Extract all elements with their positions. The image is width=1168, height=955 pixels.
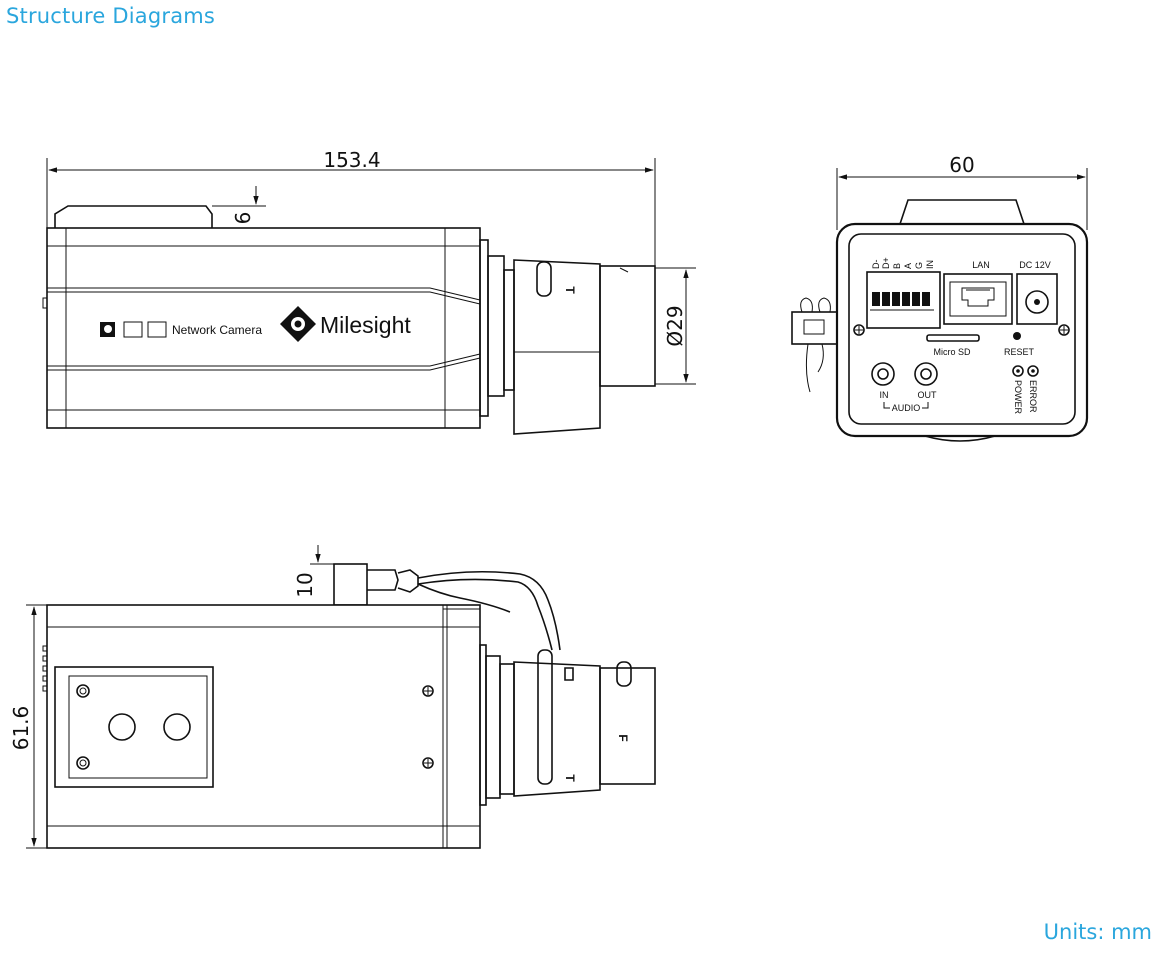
rear-view-drawing: [791, 168, 1089, 442]
page-title: Structure Diagrams: [6, 4, 216, 28]
top-offset-dimension: 6: [231, 212, 255, 225]
power-led-label: POWER: [1013, 380, 1023, 415]
reset-label: RESET: [1004, 347, 1035, 357]
height-dimension: 61.6: [9, 706, 33, 751]
terminal-label: D+: [881, 257, 891, 269]
lens-tele-mark: T: [563, 286, 577, 294]
audio-label: AUDIO: [892, 403, 921, 413]
terminal-label: IN: [925, 260, 935, 269]
error-led-label: ERROR: [1028, 380, 1038, 413]
terminal-label: B: [892, 263, 902, 269]
terminal-label: G: [914, 262, 924, 269]
audio-out-label: OUT: [918, 390, 938, 400]
audio-in-label: IN: [880, 390, 889, 400]
microsd-label: Micro SD: [933, 347, 971, 357]
lens-diameter-dimension: Ø29: [663, 305, 687, 346]
lan-port-label: LAN: [972, 260, 990, 270]
cable-offset-dimension: 10: [293, 572, 317, 597]
terminal-label: D-: [871, 260, 881, 270]
lens-focus-mark: F: [616, 734, 630, 741]
terminal-label: A: [903, 263, 913, 269]
side-view-drawing: [42, 158, 696, 435]
length-dimension: 153.4: [323, 148, 380, 172]
dc-port-label: DC 12V: [1019, 260, 1051, 270]
bottom-view-drawing: [26, 545, 656, 849]
lens-tele-mark: T: [563, 774, 577, 782]
brand-logo: Milesight: [320, 312, 411, 338]
product-label: Network Camera: [172, 323, 262, 337]
units-note: Units: mm: [1043, 920, 1152, 944]
width-dimension: 60: [949, 153, 974, 177]
